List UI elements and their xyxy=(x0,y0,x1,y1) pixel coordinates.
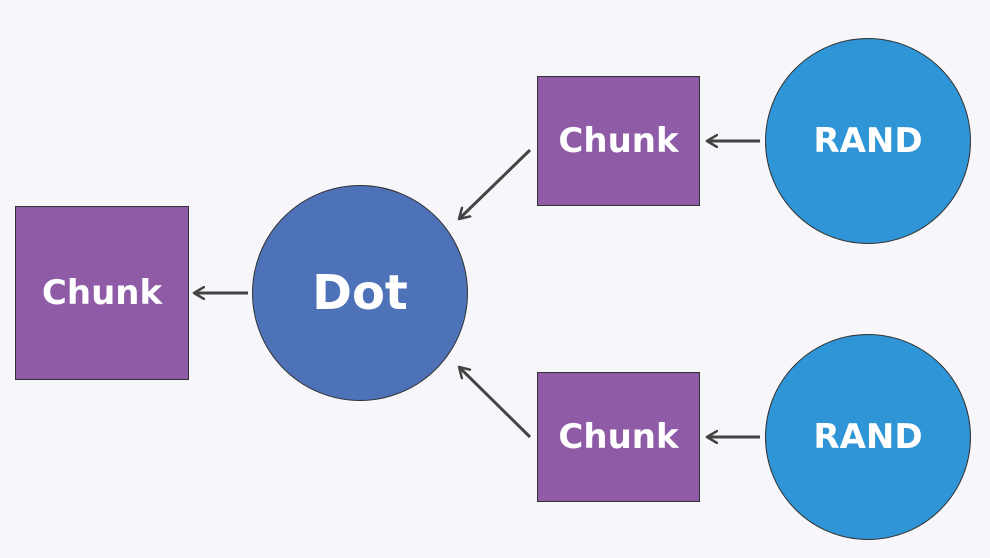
rand-top-node: RAND xyxy=(765,38,971,244)
chunk-bottom-node: Chunk xyxy=(537,372,700,502)
chunk-bottom-label: Chunk xyxy=(558,417,679,457)
dot-node: Dot xyxy=(252,185,468,401)
chunk-output-node: Chunk xyxy=(15,206,189,380)
rand-top-label: RAND xyxy=(813,121,923,161)
chunk-top-label: Chunk xyxy=(558,121,679,161)
chunk-top-node: Chunk xyxy=(537,76,700,206)
arrow-chunk-bottom-to-dot xyxy=(459,367,532,439)
rand-bottom-node: RAND xyxy=(765,334,971,540)
dot-label: Dot xyxy=(312,265,408,321)
chunk-output-label: Chunk xyxy=(41,273,163,313)
arrow-chunk-top-to-dot xyxy=(459,148,532,219)
rand-bottom-label: RAND xyxy=(813,417,923,457)
